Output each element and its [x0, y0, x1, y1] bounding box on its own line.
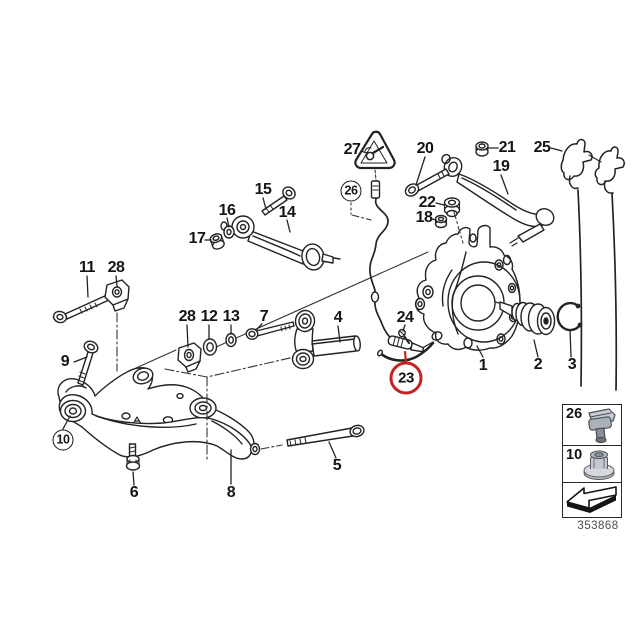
torque-warning-icon: [354, 130, 396, 170]
abs-sensor-cable-drawing: [369, 180, 435, 362]
direction-arrow-icon: [566, 486, 617, 513]
nut-6-drawing: [125, 443, 141, 471]
washer-13-drawing: [225, 332, 237, 348]
integral-link-drawing: [291, 309, 361, 370]
track-strut-drawing: [231, 215, 341, 271]
axis-lines-back: [116, 251, 429, 378]
bushing-10-drawing: [59, 399, 87, 423]
nut-21-drawing: [475, 141, 489, 157]
bolt-11-drawing: [52, 294, 110, 324]
bracket-28-lower-drawing: [177, 342, 202, 373]
diagram-part-number: 353868: [577, 520, 619, 532]
bracket-28-upper-drawing: [104, 279, 130, 312]
bolt-5-drawing: [286, 424, 365, 447]
legend-label-26: 26: [566, 406, 583, 422]
upper-control-arm-drawing: [441, 153, 555, 247]
highlight-leader: [403, 350, 408, 364]
sensor-lead-23-drawing: [378, 341, 435, 362]
washer-12-drawing: [202, 338, 218, 356]
wheel-carrier-drawing: [414, 224, 521, 351]
bolt-20-drawing: [404, 168, 450, 197]
flange-nut-icon: [583, 450, 615, 480]
wheel-bearing-drawing: [494, 301, 556, 336]
bolt-15-drawing: [261, 186, 296, 216]
axis-lines-front: [206, 169, 464, 461]
cable-clip-icon: [588, 408, 616, 444]
nut-18-drawing: [434, 214, 448, 229]
screw-24-drawing: [398, 328, 410, 344]
legend-label-10: 10: [566, 447, 583, 463]
legend-cell-arrow: [563, 483, 621, 516]
legend-box: 26 10: [562, 404, 622, 518]
bolt-7-drawing: [245, 321, 295, 340]
legend-cell-nut: 10: [563, 446, 621, 483]
legend-cell-clip: 26: [563, 405, 621, 446]
bolt-9-drawing: [77, 340, 99, 386]
nut-22-drawing: [443, 197, 461, 218]
nut-17-drawing: [209, 233, 225, 250]
leader-lines: [62, 147, 572, 486]
trailing-arm-drawing: [58, 394, 261, 471]
snap-ring-drawing: [556, 301, 583, 332]
brake-line-brackets-drawing: [560, 138, 625, 391]
